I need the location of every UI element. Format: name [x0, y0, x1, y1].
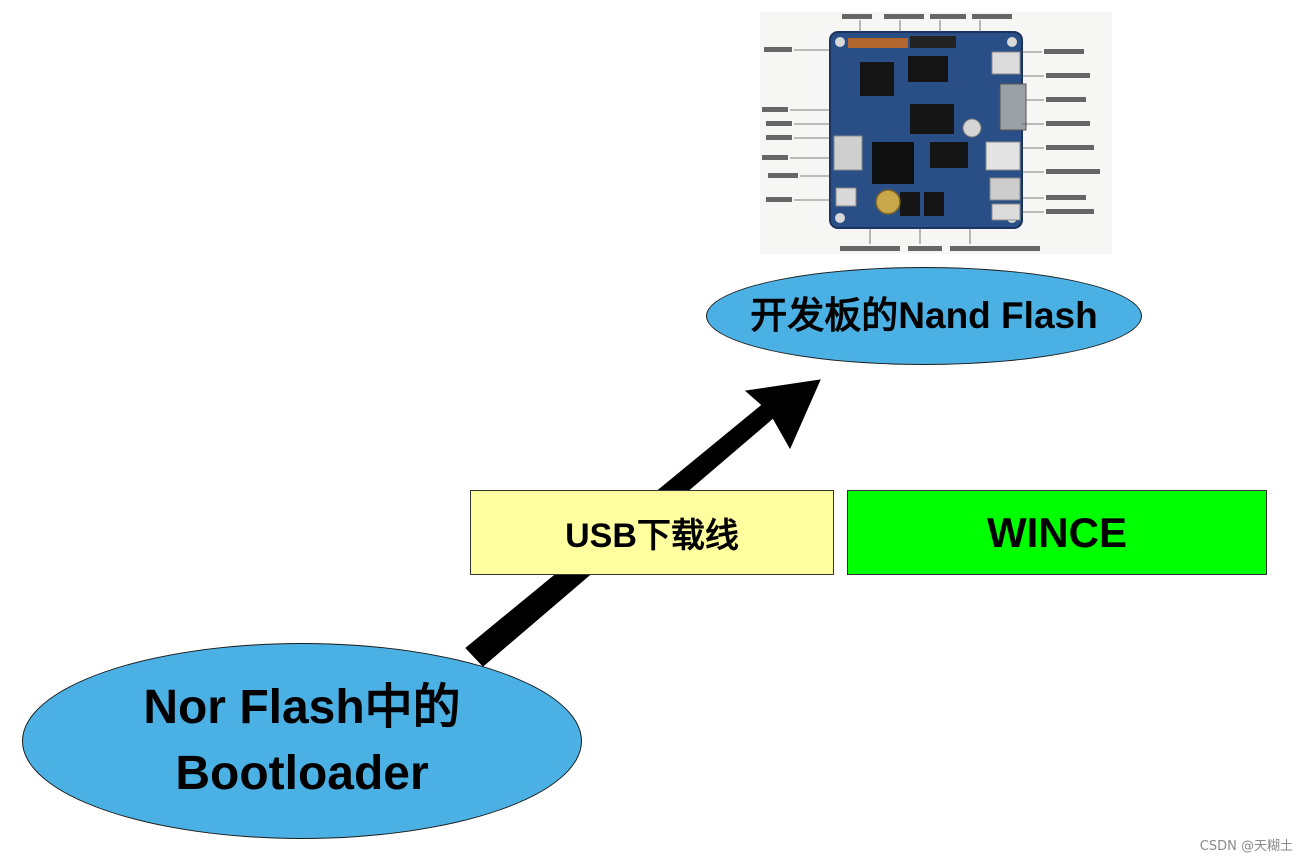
bootloader-line1: Nor Flash中的 [143, 681, 461, 734]
development-board-image [760, 12, 1112, 254]
nand-flash-label: 开发板的Nand Flash [750, 295, 1098, 336]
usb-cable-label-box: USB下载线 [470, 490, 834, 575]
usb-cable-label: USB下载线 [565, 517, 739, 555]
bootloader-text: Nor Flash中的 Bootloader [143, 675, 460, 807]
nand-flash-node: 开发板的Nand Flash [706, 267, 1142, 365]
watermark: CSDN @天糊土 [1199, 839, 1293, 854]
wince-label-box: WINCE [847, 490, 1267, 575]
bootloader-line2: Bootloader [175, 747, 429, 800]
nor-flash-bootloader-node: Nor Flash中的 Bootloader [22, 643, 582, 839]
wince-label: WINCE [987, 508, 1127, 556]
